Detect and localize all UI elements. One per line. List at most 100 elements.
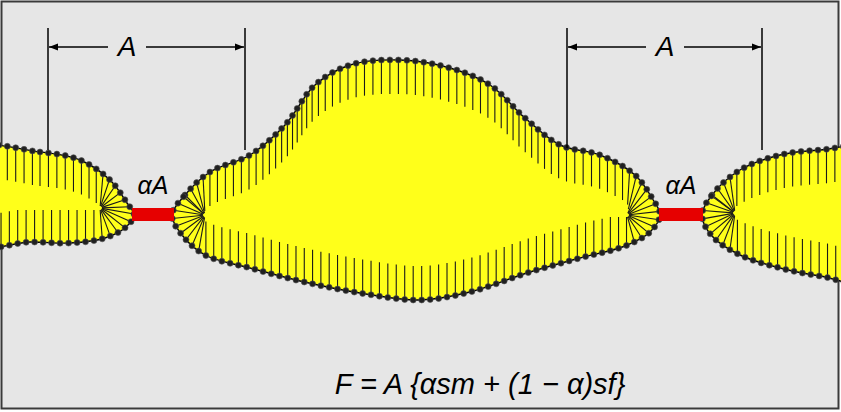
lipid-tail	[292, 116, 293, 150]
lipid-head	[175, 200, 181, 206]
lipid-tail	[256, 151, 257, 185]
lipid-tail	[181, 216, 204, 233]
lipid-tail	[225, 165, 226, 199]
lipid-head	[70, 155, 76, 161]
lipid-tail	[34, 210, 35, 242]
lipid-tail	[544, 135, 545, 169]
lipid-head	[222, 162, 228, 168]
lipid-head	[290, 113, 296, 119]
lipid-head	[510, 103, 516, 109]
lipid-head	[452, 292, 458, 298]
lipid-tail	[364, 62, 365, 96]
lipid-tail	[389, 60, 390, 94]
lipid-head	[260, 269, 266, 275]
lipid-tail	[413, 266, 414, 300]
lipid-head	[310, 281, 316, 287]
lipid-head	[436, 295, 442, 301]
formula: F = A {αsm + (1 − α)sf}	[335, 369, 626, 401]
lipid-head	[326, 284, 332, 290]
lipid-tail	[531, 124, 532, 158]
lipid-head	[194, 180, 200, 186]
lipid-tail	[544, 234, 545, 268]
lipid-tail	[702, 213, 733, 218]
lipid-head	[127, 204, 133, 210]
lipid-head	[117, 190, 123, 196]
lipid-tail	[628, 171, 630, 205]
lipid-head	[23, 239, 29, 245]
lipid-tail	[602, 219, 603, 253]
lipid-head	[734, 169, 740, 175]
lipid-head	[266, 137, 272, 143]
lipid-head	[607, 248, 613, 254]
lipid-tail	[217, 168, 218, 202]
bridge-bar	[659, 208, 703, 221]
lipid-tail	[332, 73, 333, 107]
lipid-tail	[810, 241, 811, 275]
lipid-head	[713, 237, 719, 243]
lipid-head	[517, 272, 523, 278]
lipid-head	[509, 275, 515, 281]
lipid-tail	[301, 101, 302, 135]
lipid-tail	[599, 155, 600, 189]
lipid-head	[535, 126, 541, 132]
lipid-tail	[85, 210, 86, 242]
lipid-tail	[279, 242, 280, 276]
lipid-tail	[9, 211, 10, 245]
lipid-head	[492, 86, 498, 92]
lipid-heads	[169, 57, 662, 303]
lipid-head	[29, 148, 35, 154]
lipid-tail	[737, 220, 738, 254]
lipid-head	[387, 57, 393, 63]
lipid-tail	[93, 210, 94, 241]
lipid-tail	[455, 261, 456, 295]
lipid-head	[45, 150, 51, 156]
lipid-head	[4, 143, 10, 149]
lipid-tail	[337, 255, 338, 289]
lipid-tail	[574, 149, 575, 183]
lipid-head	[181, 194, 187, 200]
lipid-head	[461, 291, 467, 297]
lipid-head	[273, 132, 279, 138]
lipid-head	[378, 57, 384, 63]
lipid-head	[419, 297, 425, 303]
lipid-head	[188, 186, 194, 192]
lipid-head	[437, 63, 443, 69]
lipid-head	[727, 174, 733, 180]
lipid-head	[597, 152, 603, 158]
droplet-outline	[702, 144, 841, 286]
lipid-head	[0, 244, 4, 250]
lipid-tail	[615, 162, 616, 196]
lipid-tail	[184, 197, 204, 214]
lipid-tail	[88, 164, 89, 198]
lipid-tail	[203, 177, 205, 211]
lipid-head	[196, 248, 202, 254]
lipid-head	[533, 267, 539, 273]
lipid-tail	[593, 221, 594, 255]
lipid-head	[501, 278, 507, 284]
lipid-tail	[472, 76, 473, 110]
lipid-head	[115, 230, 121, 236]
lipid-head	[15, 240, 21, 246]
lipid-head	[74, 240, 80, 246]
gap-label: αA	[666, 172, 697, 200]
lipid-tail	[430, 265, 431, 299]
lipid-head	[395, 57, 401, 63]
lipid-tail	[248, 156, 249, 190]
lipid-tail	[213, 225, 214, 259]
lipid-tail	[178, 203, 203, 214]
lipid-tail	[463, 260, 464, 294]
lipid-head	[781, 151, 787, 157]
lipid-tail	[446, 263, 447, 297]
lipid-tail	[404, 265, 405, 299]
lipid-tail	[43, 210, 44, 242]
lipid-tail	[794, 237, 795, 271]
extension-line	[566, 28, 568, 148]
lipid-head	[702, 224, 708, 230]
lipid-head	[318, 283, 324, 289]
lipid-head	[40, 239, 46, 245]
lipid-tail	[507, 100, 508, 134]
lipid-tail	[17, 210, 18, 243]
lipid-head	[0, 142, 2, 148]
